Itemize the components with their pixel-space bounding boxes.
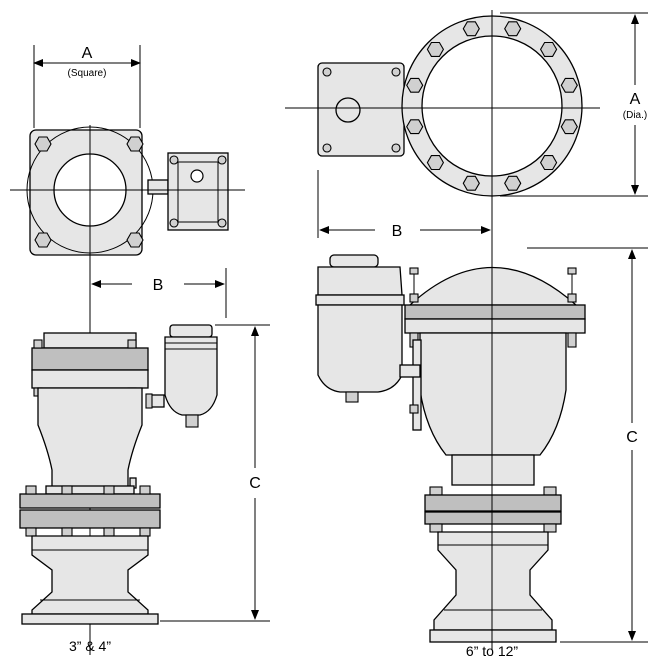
- flange-bolt: [462, 175, 480, 191]
- flange-bolt: [406, 77, 424, 93]
- left-dim-a-note: (Square): [68, 68, 107, 79]
- right-base-body: [433, 531, 553, 631]
- cover-flange: [404, 304, 586, 320]
- flange-bolt: [539, 155, 558, 171]
- base-body: [31, 535, 149, 615]
- right-dim-a-note: (Dia.): [623, 110, 647, 121]
- left-top-view: [26, 126, 229, 256]
- right-auxiliary-cap: [317, 266, 403, 296]
- left-dim-c: C: [160, 324, 270, 622]
- flange-bolt: [504, 21, 522, 37]
- flange-bolt: [462, 21, 480, 37]
- left-dim-a-label: A: [82, 45, 93, 62]
- right-dim-a: A (Dia.): [500, 12, 648, 197]
- left-dim-b-label: B: [153, 277, 164, 294]
- left-side-view: [19, 324, 218, 625]
- right-dim-c-label: C: [626, 429, 638, 446]
- left-caption: 3” & 4”: [69, 638, 111, 654]
- right-side-view: [315, 254, 586, 643]
- square-auxiliary-flange: [317, 62, 405, 157]
- right-dim-c: C: [527, 247, 648, 643]
- inlet-flange-upper: [19, 493, 161, 509]
- inlet-flange-lower: [19, 509, 161, 529]
- right-top-view: [317, 15, 583, 197]
- right-inlet-flange-lower: [424, 511, 562, 525]
- flange-bolt: [426, 155, 445, 171]
- left-dim-a: A (Square): [33, 45, 141, 128]
- round-flange-bolts: [406, 21, 578, 191]
- right-caption: 6” to 12”: [466, 643, 518, 659]
- right-auxiliary-body: [317, 304, 403, 393]
- flange-bolt: [560, 77, 578, 93]
- dome-cover: [408, 267, 578, 306]
- flange-bolt: [539, 41, 558, 57]
- right-base-flange: [429, 629, 557, 643]
- flange-bolt: [406, 119, 424, 135]
- auxiliary-valve-top: [167, 152, 229, 231]
- left-dim-b: B: [91, 268, 227, 318]
- right-dim-a-label: A: [630, 91, 641, 108]
- flange-bolt: [426, 41, 445, 57]
- valve-body: [37, 387, 143, 489]
- top-flange: [31, 347, 149, 371]
- right-dim-b-label: B: [392, 223, 403, 240]
- neck: [451, 454, 535, 486]
- left-dim-c-label: C: [249, 475, 261, 492]
- flange-bolts: [34, 136, 144, 248]
- right-inlet-flange-upper: [424, 494, 562, 512]
- flange-bolt: [560, 119, 578, 135]
- flange-bolt: [504, 175, 522, 191]
- base-flange: [21, 613, 159, 625]
- connector-pipe: [147, 179, 169, 195]
- right-dim-b: B: [317, 170, 491, 240]
- auxiliary-valve-body: [164, 336, 218, 416]
- cap: [43, 332, 137, 349]
- right-valve-body: [419, 332, 567, 456]
